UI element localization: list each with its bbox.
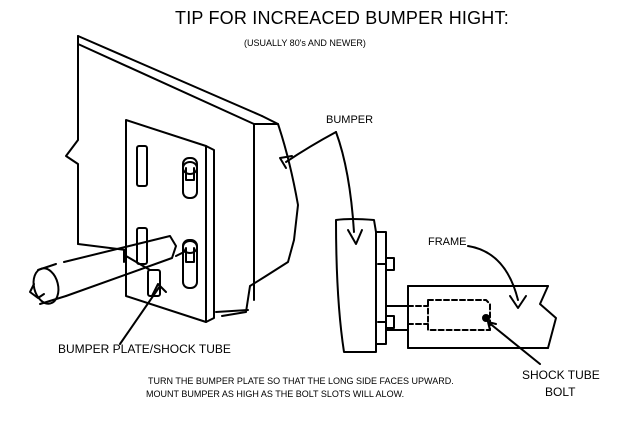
shock-tube-inside-frame (407, 299, 491, 331)
bumper-plate (125, 119, 215, 323)
frame-arrowhead (509, 295, 527, 309)
shock-tube-label: SHOCK TUBE (522, 368, 600, 382)
frame-label: FRAME (428, 236, 467, 248)
bumper-plate-shock-tube-label: BUMPER PLATE/SHOCK TUBE (58, 342, 231, 356)
plate-bolts (175, 161, 198, 263)
diagram-subtitle: (USUALLY 80's AND NEWER) (244, 38, 366, 48)
frame-leader (467, 245, 519, 301)
diagram-title: TIP FOR INCREACED BUMPER HIGHT: (175, 8, 509, 28)
bolt-leader (487, 321, 541, 365)
instruction-line-2: MOUNT BUMPER AS HIGH AS THE BOLT SLOTS W… (146, 389, 405, 399)
bumper-label: BUMPER (326, 114, 374, 126)
lower-left-slot (136, 227, 148, 265)
bumper-leader-1 (285, 131, 337, 163)
plate-leader (119, 285, 161, 345)
bumper-arrowhead (347, 229, 363, 245)
upper-left-slot (136, 145, 148, 187)
lower-right-slot (182, 239, 198, 289)
upper-right-slot (182, 157, 198, 199)
bolt-label: BOLT (545, 385, 576, 399)
frame-side-view (385, 285, 557, 349)
bumper-side-view (335, 218, 387, 353)
shock-tube (29, 235, 177, 305)
shock-tube-bolt-dot (482, 314, 490, 322)
bumper-leader-2 (335, 131, 355, 233)
leader-lines (119, 131, 541, 365)
bumper-bolts-side (377, 257, 395, 329)
instruction-line-1: TURN THE BUMPER PLATE SO THAT THE LONG S… (148, 376, 454, 386)
bumper-end-perspective (65, 35, 299, 317)
